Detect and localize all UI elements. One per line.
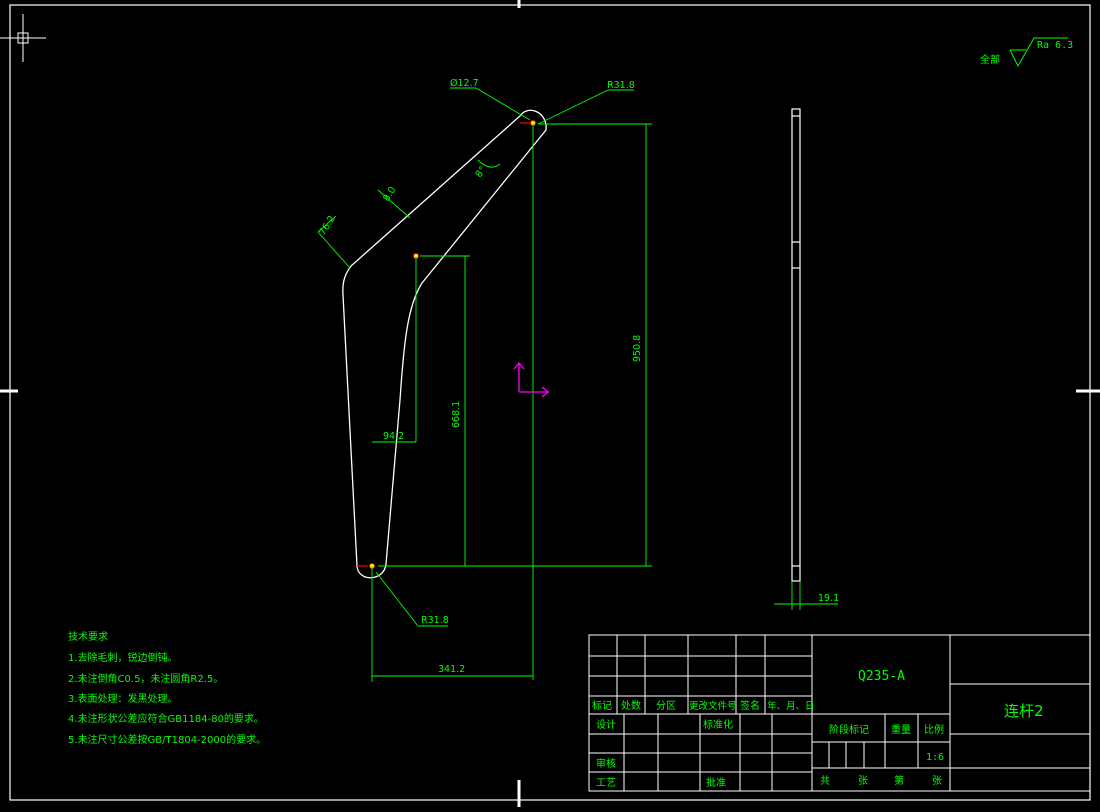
crosshair-cursor-icon <box>0 14 46 62</box>
label-process: 工艺 <box>596 777 616 789</box>
dim-width-total: 341.2 <box>438 664 465 675</box>
label-sheets-unit2: 张 <box>932 775 942 787</box>
dimension-lines <box>317 87 838 682</box>
header-mark: 标记 <box>592 700 612 712</box>
ucs-axis-icon <box>513 361 550 398</box>
label-sheets-page: 第 <box>894 774 904 787</box>
tech-item-1: 1.去除毛刺，锐边倒钝。 <box>68 651 178 664</box>
header-zone: 分区 <box>656 700 676 712</box>
dimension-texts: Ø12.7 R31.8 8.0 76.2 8° 950.8 668.1 94.2… <box>317 78 839 675</box>
dim-height-inner: 668.1 <box>451 401 462 428</box>
header-change-doc: 更改文件号 <box>689 700 737 712</box>
tech-item-5: 5.未注尺寸公差按GB/T1804-2000的要求。 <box>68 733 266 746</box>
dim-width-middle: 8.0 <box>381 185 398 204</box>
roughness-prefix: 全部 <box>980 53 1000 66</box>
sheet-border <box>9 4 1091 801</box>
title-block-texts: 标记 处数 分区 更改文件号 签名 年、月、日 设计 标准化 审核 工艺 批准 … <box>592 669 1044 789</box>
roughness-icon <box>1009 37 1068 68</box>
link-part-side-view <box>791 108 801 582</box>
dim-radius-top: R31.8 <box>607 80 635 91</box>
dim-angle: 8° <box>473 165 488 180</box>
roughness-value: Ra 6.3 <box>1037 40 1073 51</box>
dim-height-total: 950.8 <box>632 335 643 362</box>
label-sheets-unit1: 张 <box>858 775 868 787</box>
label-approve: 批准 <box>706 776 726 789</box>
label-standardize: 标准化 <box>703 718 733 731</box>
tech-item-3: 3.表面处理：发黑处理。 <box>68 692 178 705</box>
tech-item-2: 2.未注倒角C0.5，未注圆角R2.5。 <box>68 672 223 685</box>
label-sheets-total: 共 <box>820 775 830 787</box>
title-block: 标记 处数 分区 更改文件号 签名 年、月、日 设计 标准化 审核 工艺 批准 … <box>588 634 1091 792</box>
label-scale: 比例 <box>924 723 944 736</box>
tech-item-4: 4.未注形状公差应符合GB1184-80的要求。 <box>68 712 264 725</box>
dim-offset-bottom: 94.2 <box>383 431 404 442</box>
link-part-front-view <box>342 109 547 579</box>
surface-roughness-symbol: 全部 Ra 6.3 <box>980 37 1073 68</box>
part-outline <box>342 109 547 579</box>
technical-requirements: 技术要求 1.去除毛刺，锐边倒钝。 2.未注倒角C0.5，未注圆角R2.5。 3… <box>68 630 266 746</box>
material-value: Q235-A <box>858 669 905 684</box>
title-block-grid <box>588 634 1091 792</box>
header-signature: 签名 <box>740 699 760 712</box>
dim-thickness: 19.1 <box>818 593 839 604</box>
tech-title: 技术要求 <box>68 630 108 643</box>
header-date: 年、月、日 <box>767 700 815 712</box>
label-check: 审核 <box>596 757 616 770</box>
scale-value: 1:6 <box>926 752 944 763</box>
dim-hole-top-dia: Ø12.7 <box>450 78 479 89</box>
label-design: 设计 <box>596 718 616 731</box>
label-stage-mark: 阶段标记 <box>829 723 869 736</box>
part-name: 连杆2 <box>1004 702 1044 720</box>
header-count: 处数 <box>621 699 641 712</box>
label-weight: 重量 <box>891 723 911 736</box>
dim-radius-bottom: R31.8 <box>421 615 449 626</box>
